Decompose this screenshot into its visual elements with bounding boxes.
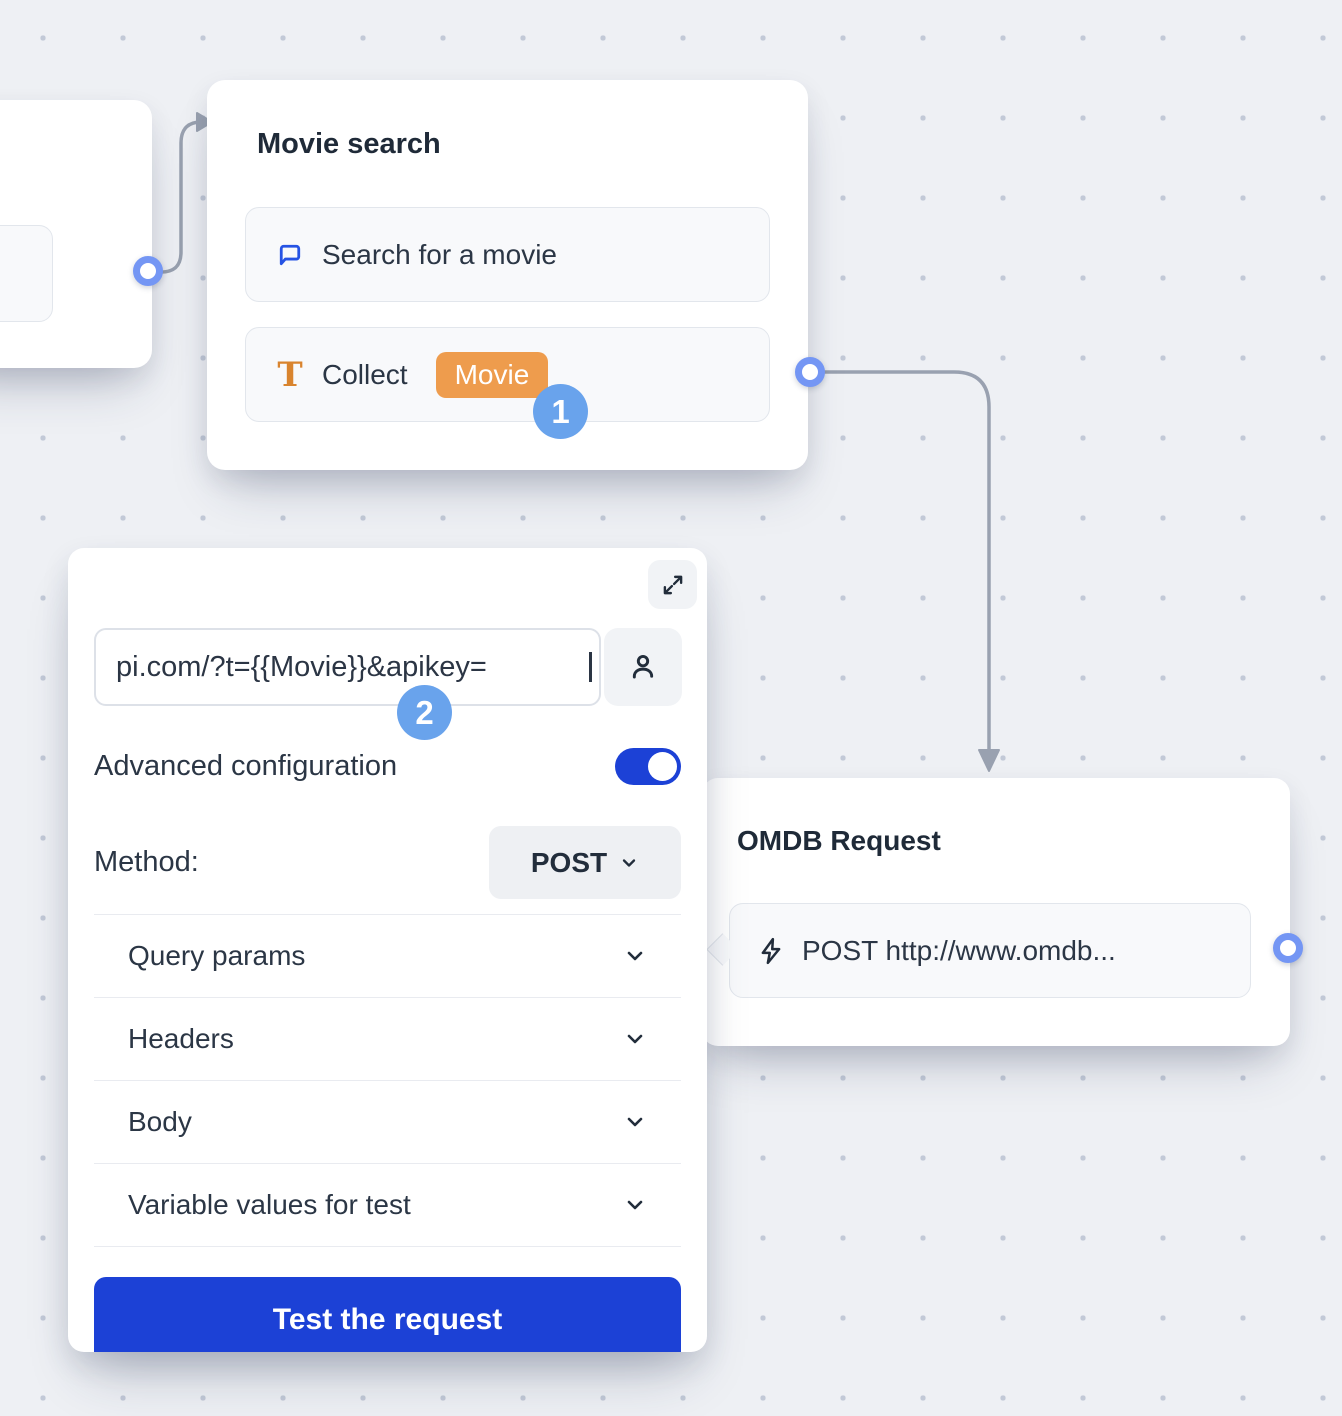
divider bbox=[94, 1163, 681, 1164]
chevron-down-icon bbox=[627, 951, 643, 961]
expand-icon bbox=[663, 575, 682, 594]
section-query-params[interactable]: Query params bbox=[94, 915, 681, 997]
url-field-wrap bbox=[94, 628, 601, 706]
output-port-previous[interactable] bbox=[133, 256, 163, 286]
divider bbox=[94, 914, 681, 915]
section-label: Body bbox=[128, 1106, 192, 1137]
chevron-down-icon bbox=[622, 858, 636, 867]
node-movie-search[interactable]: Movie search Search for a movie T Collec… bbox=[207, 80, 808, 470]
output-port-omdb[interactable] bbox=[1273, 933, 1303, 963]
chat-bubble-icon bbox=[279, 244, 301, 265]
section-headers[interactable]: Headers bbox=[94, 998, 681, 1080]
section-body[interactable]: Body bbox=[94, 1081, 681, 1163]
section-label: Variable values for test bbox=[128, 1189, 411, 1220]
step-badge-1: 1 bbox=[533, 384, 588, 439]
method-select[interactable]: POST bbox=[489, 826, 681, 899]
output-port-movie-search[interactable] bbox=[795, 357, 825, 387]
text-input-icon: T bbox=[277, 354, 303, 395]
variable-badge-movie[interactable]: Movie bbox=[435, 351, 549, 398]
advanced-configuration-toggle[interactable] bbox=[615, 748, 681, 785]
divider bbox=[94, 1246, 681, 1247]
url-input[interactable] bbox=[94, 628, 601, 706]
divider bbox=[94, 997, 681, 998]
block-omdb-webhook[interactable]: POST http://www.omdb... bbox=[729, 903, 1251, 998]
section-label: Headers bbox=[128, 1023, 234, 1054]
block-label: POST http://www.omdb... bbox=[802, 934, 1116, 966]
step-badge-2: 2 bbox=[397, 685, 452, 740]
divider bbox=[94, 1080, 681, 1081]
section-variable-values[interactable]: Variable values for test bbox=[94, 1164, 681, 1246]
insert-variable-button[interactable] bbox=[604, 628, 682, 706]
advanced-configuration-label: Advanced configuration bbox=[94, 750, 398, 782]
block-collect-movie[interactable]: T Collect Movie bbox=[245, 327, 770, 422]
person-icon bbox=[632, 654, 654, 679]
method-label: Method: bbox=[94, 846, 199, 878]
edge-previous-to-movie-search bbox=[159, 120, 203, 274]
omdb-request-title: OMDB Request bbox=[737, 825, 941, 856]
edge-movie-search-to-omdb bbox=[823, 370, 991, 752]
node-previous[interactable] bbox=[0, 100, 152, 368]
block-search-for-movie[interactable]: Search for a movie bbox=[245, 207, 770, 302]
chevron-down-icon bbox=[627, 1034, 643, 1044]
lightning-icon bbox=[761, 937, 781, 964]
previous-node-block[interactable] bbox=[0, 225, 53, 322]
test-request-button[interactable]: Test the request bbox=[94, 1277, 681, 1352]
section-label: Query params bbox=[128, 940, 306, 971]
method-value: POST bbox=[530, 846, 608, 878]
chevron-down-icon bbox=[627, 1117, 643, 1127]
arrowhead-right bbox=[196, 112, 213, 132]
chevron-down-icon bbox=[627, 1200, 643, 1210]
movie-search-title: Movie search bbox=[257, 128, 441, 160]
toggle-knob bbox=[648, 752, 677, 781]
webhook-editor-panel: Advanced configuration Method: POST Quer… bbox=[68, 548, 707, 1352]
block-label: Search for a movie bbox=[322, 238, 557, 270]
node-omdb-request[interactable]: OMDB Request POST http://www.omdb... bbox=[702, 778, 1290, 1046]
block-label: Collect bbox=[322, 358, 408, 390]
arrowhead-down bbox=[978, 749, 1000, 772]
expand-button[interactable] bbox=[648, 560, 697, 609]
